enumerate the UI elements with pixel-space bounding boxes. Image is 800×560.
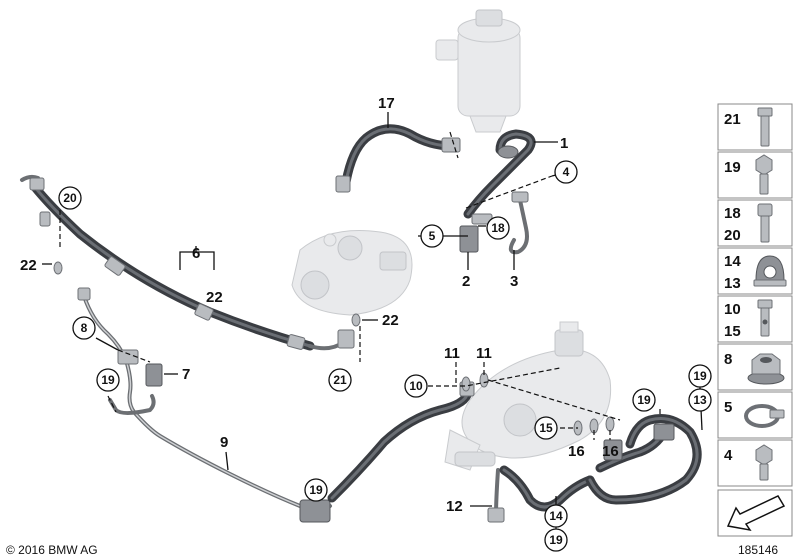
callout-labels: 1 2 3 6 7 8 9 11 11 12 16 16 17 22 22 22 (0, 0, 619, 515)
legend-panel: 21 19 18 20 14 (717, 103, 793, 537)
callout-21: 21 (328, 368, 352, 392)
svg-text:8: 8 (724, 351, 732, 368)
callout-15: 15 (534, 416, 558, 440)
callout-11-right: 11 (476, 345, 492, 362)
callout-3: 3 (510, 273, 518, 290)
svg-text:5: 5 (429, 229, 436, 243)
diagram-number: 185146 (738, 543, 778, 557)
callout-6: 6 (192, 245, 200, 262)
svg-text:14: 14 (549, 509, 563, 523)
arrow-down-left-icon (726, 495, 786, 532)
callout-19-bottom-right: 19 (544, 528, 568, 552)
hex-bolt-stub-icon (755, 444, 773, 481)
callout-10: 10 (404, 374, 428, 398)
legend-row-21: 21 (717, 103, 793, 151)
svg-text:19: 19 (101, 373, 115, 387)
callout-22-right: 22 (382, 312, 399, 329)
bracket-3 (508, 191, 529, 255)
svg-text:14: 14 (724, 253, 741, 270)
svg-text:19: 19 (549, 533, 563, 547)
svg-text:18: 18 (491, 221, 505, 235)
svg-text:4: 4 (563, 165, 570, 179)
svg-text:10: 10 (409, 379, 423, 393)
hex-bolt-long-icon (757, 107, 773, 147)
svg-text:21: 21 (724, 111, 741, 128)
svg-text:19: 19 (637, 393, 651, 407)
callout-11-left: 11 (444, 345, 460, 362)
callout-13: 13 (688, 388, 712, 412)
hex-nut-flange-icon (747, 353, 785, 385)
callout-17: 17 (378, 95, 395, 112)
copyright-text: © 2016 BMW AG (6, 543, 98, 557)
bracket-2 (459, 213, 493, 253)
callout-16-left: 16 (568, 443, 585, 460)
legend-row-14-13: 14 13 (717, 247, 793, 295)
svg-text:19: 19 (724, 159, 741, 176)
callout-19-left: 19 (96, 368, 120, 392)
hose-12 (487, 465, 595, 523)
legend-row-8: 8 (717, 343, 793, 391)
steering-gear (444, 321, 612, 471)
svg-text:5: 5 (724, 399, 732, 416)
svg-text:8: 8 (81, 321, 88, 335)
hose-17 (335, 124, 461, 193)
callout-9: 9 (220, 434, 228, 451)
pipe-9 (77, 287, 332, 523)
callout-12: 12 (446, 498, 463, 515)
callout-4: 4 (554, 160, 578, 184)
fluid-reservoir (435, 9, 521, 133)
callout-19-right: 19 (688, 364, 712, 388)
svg-text:4: 4 (724, 447, 733, 464)
callout-7: 7 (182, 366, 190, 383)
svg-text:15: 15 (539, 421, 553, 435)
svg-text:13: 13 (693, 393, 707, 407)
circled-callouts: 4 5 18 20 21 8 19 19 (58, 160, 712, 552)
svg-text:10: 10 (724, 301, 741, 318)
callout-16-right: 16 (602, 443, 619, 460)
svg-text:13: 13 (724, 275, 741, 292)
hex-bolt-short-icon (755, 154, 773, 195)
svg-text:19: 19 (693, 369, 707, 383)
callout-18: 18 (486, 216, 510, 240)
svg-text:20: 20 (63, 191, 77, 205)
svg-text:20: 20 (724, 227, 741, 244)
callout-8: 8 (0, 0, 8, 4)
callout-20: 20 (58, 186, 82, 210)
legend-row-19: 19 (717, 151, 793, 199)
legend-row-10-15: 10 15 (717, 295, 793, 343)
callout-19-mid: 19 (632, 388, 656, 412)
legend-row-4: 4 (717, 439, 793, 487)
steering-pump (291, 229, 413, 316)
svg-text:15: 15 (724, 323, 741, 340)
rubber-mount-icon (753, 255, 787, 287)
bracket-7 (117, 349, 163, 387)
hose-clamp-icon (744, 404, 785, 428)
svg-text:19: 19 (309, 483, 323, 497)
callout-22-left: 22 (20, 257, 37, 274)
callout-14: 14 (544, 504, 568, 528)
svg-text:21: 21 (333, 373, 347, 387)
hose-6 (20, 174, 355, 351)
legend-row-arrow (717, 489, 793, 537)
callout-5: 5 (420, 224, 444, 248)
hose-1 (463, 129, 536, 219)
callout-8: 8 (72, 316, 96, 340)
legend-row-5: 5 (717, 391, 793, 439)
callout-1: 1 (560, 135, 568, 152)
callout-22-mid: 22 (206, 289, 223, 306)
banjo-bolt-icon (757, 299, 773, 337)
callout-19-bottom: 19 (304, 478, 328, 502)
svg-text:18: 18 (724, 205, 741, 222)
socket-head-screw-icon (757, 203, 773, 243)
hose-13 (585, 414, 702, 505)
callout-2: 2 (462, 273, 470, 290)
legend-row-18-20: 18 20 (717, 199, 793, 247)
